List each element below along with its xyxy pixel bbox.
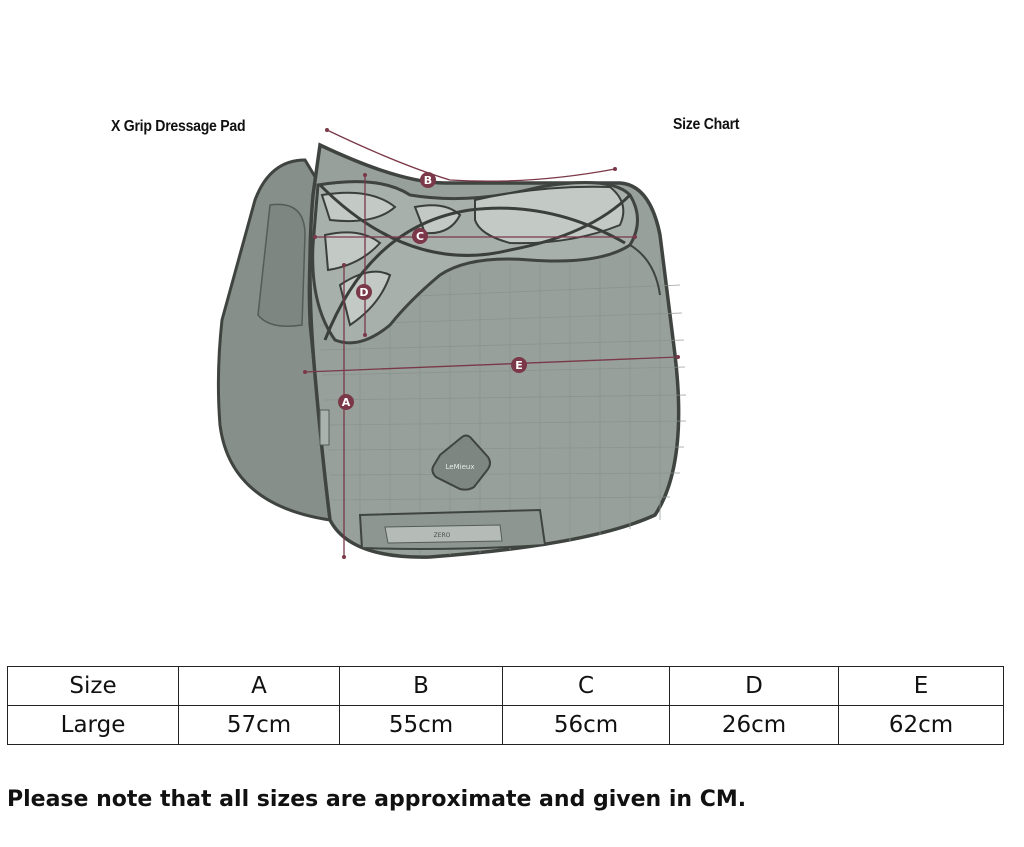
table-header-cell: E bbox=[838, 666, 1004, 706]
approximate-sizes-note: Please note that all sizes are approxima… bbox=[7, 787, 747, 812]
marker-c: C bbox=[412, 228, 428, 244]
table-cell: 57cm bbox=[178, 705, 340, 745]
table-cell: Large bbox=[7, 705, 179, 745]
svg-text:B: B bbox=[424, 174, 432, 187]
svg-text:E: E bbox=[515, 359, 523, 372]
table-header-cell: C bbox=[502, 666, 670, 706]
table-cell: 55cm bbox=[339, 705, 503, 745]
table-header-cell: D bbox=[669, 666, 839, 706]
size-chart-title: Size Chart bbox=[673, 116, 740, 133]
marker-e: E bbox=[511, 357, 527, 373]
table-cell: 62cm bbox=[838, 705, 1004, 745]
table-cell: 56cm bbox=[502, 705, 670, 745]
marker-b: B bbox=[420, 172, 436, 188]
svg-text:D: D bbox=[359, 286, 368, 299]
svg-text:A: A bbox=[342, 396, 351, 409]
logo-badge bbox=[431, 434, 491, 491]
size-table: Size A B C D E Large 57cm 55cm 56cm 26cm… bbox=[7, 666, 1004, 745]
svg-text:C: C bbox=[416, 230, 424, 243]
saddle-pad-diagram: LeMieux ZERO B C D E A bbox=[216, 128, 687, 559]
marker-a: A bbox=[338, 394, 354, 410]
table-header-row: Size A B C D E bbox=[7, 666, 1004, 706]
table-header-cell: Size bbox=[7, 666, 179, 706]
table-row: Large 57cm 55cm 56cm 26cm 62cm bbox=[7, 705, 1004, 745]
logo-badge-text: LeMieux bbox=[446, 463, 475, 471]
table-header-cell: A bbox=[178, 666, 340, 706]
product-title: X Grip Dressage Pad bbox=[111, 118, 246, 135]
marker-d: D bbox=[356, 284, 372, 300]
measure-line-e bbox=[304, 356, 679, 373]
table-cell: 26cm bbox=[669, 705, 839, 745]
table-header-cell: B bbox=[339, 666, 503, 706]
pad-tag-text: ZERO bbox=[434, 532, 451, 539]
measure-line-b bbox=[326, 129, 616, 182]
